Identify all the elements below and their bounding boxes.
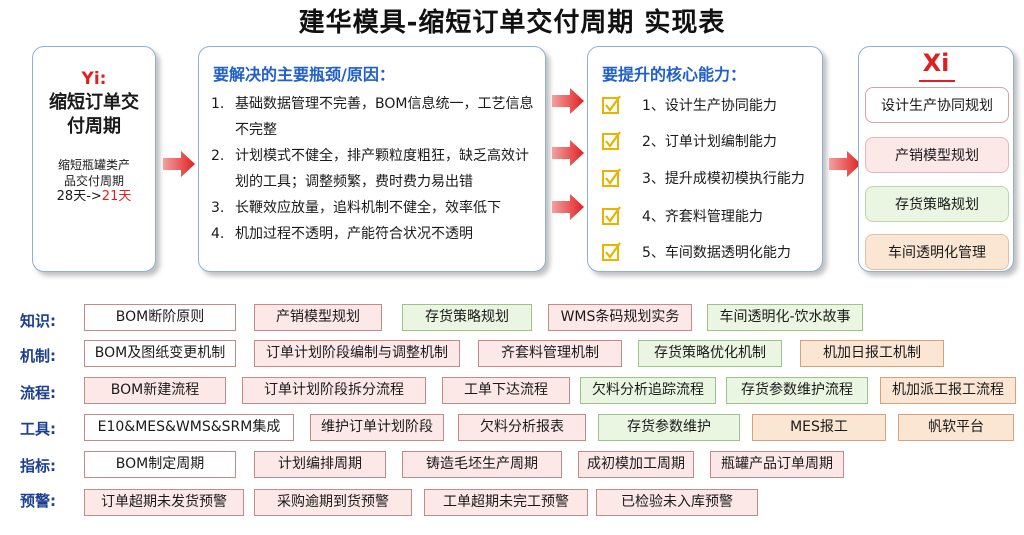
capability-item: 5、车间数据透明化能力 <box>602 242 791 262</box>
yi-change-to: 21天 <box>101 189 132 204</box>
row-label-alerts: 预警: <box>20 492 56 510</box>
yi-cycle-change: 28天->21天 <box>41 189 147 205</box>
metric-chip: 成初模加工周期 <box>578 451 694 478</box>
checkbox-checked-icon <box>602 95 621 114</box>
yi-description: 缩短瓶罐类产 品交付周期 28天->21天 <box>33 157 155 205</box>
xi-underline <box>919 80 955 82</box>
process-chip: 工单下达流程 <box>442 377 570 404</box>
arrow-right-icon <box>552 88 584 114</box>
alert-chip: 订单超期未发货预警 <box>84 489 244 516</box>
mechanism-chip: BOM及图纸变更机制 <box>84 340 236 367</box>
knowledge-chip: 产销模型规划 <box>254 304 382 331</box>
item-text: 计划模式不健全，排产颗粒度粗狂，缺乏高效计划的工具；调整频繁，费时费力易出错 <box>235 148 529 190</box>
alert-chip: 已检验未入库预警 <box>596 489 758 516</box>
xi-card: Xi 设计生产协同规划 产销模型规划 存货策略规划 车间透明化管理 <box>858 46 1014 272</box>
xi-label: Xi <box>922 49 950 77</box>
capability-text: 4、齐套料管理能力 <box>642 209 763 225</box>
yi-card: Yi: 缩短订单交 付周期 缩短瓶罐类产 品交付周期 28天->21天 <box>32 46 156 272</box>
bottleneck-item: 2. 计划模式不健全，排产颗粒度粗狂，缺乏高效计划的工具；调整频繁，费时费力易出错 <box>211 143 541 195</box>
item-number: 2. <box>211 148 225 164</box>
xi-item: 车间透明化管理 <box>865 234 1009 270</box>
bottleneck-card: 要解决的主要瓶颈/原因： 1. 基础数据管理不完善，BOM信息统一，工艺信息不完整… <box>198 46 546 272</box>
arrow-right-icon <box>163 151 195 177</box>
yi-label: Yi: <box>81 69 107 89</box>
yi-goal-line1: 缩短订单交 <box>49 92 139 113</box>
tool-chip: 帆软平台 <box>898 414 1014 441</box>
checkbox-checked-icon <box>602 131 621 150</box>
mechanism-chip: 机加日报工机制 <box>800 340 944 367</box>
xi-item: 产销模型规划 <box>865 137 1009 173</box>
bottleneck-item: 3. 长鞭效应放量，追料机制不健全，效率低下 <box>211 195 541 221</box>
capability-item: 2、订单计划编制能力 <box>602 131 777 151</box>
knowledge-chip: 存货策略规划 <box>402 304 532 331</box>
bottleneck-list: 1. 基础数据管理不完善，BOM信息统一，工艺信息不完整 2. 计划模式不健全，排产… <box>211 91 541 247</box>
tool-chip: 维护订单计划阶段 <box>310 414 444 441</box>
item-text: 基础数据管理不完善，BOM信息统一，工艺信息不完整 <box>235 96 534 138</box>
knowledge-chip: WMS条码规划实务 <box>548 304 692 331</box>
row-label-knowledge: 知识: <box>20 312 56 330</box>
item-text: 机加过程不透明，产能符合状况不透明 <box>235 226 473 242</box>
capability-card: 要提升的核心能力： 1、设计生产协同能力 2、订单计划编制能力 3、提升成模初模… <box>587 46 823 272</box>
mechanism-chip: 齐套料管理机制 <box>478 340 622 367</box>
arrow-right-icon <box>552 140 584 166</box>
row-label-metrics: 指标: <box>20 457 56 475</box>
metric-chip: 计划编排周期 <box>254 451 386 478</box>
item-number: 3. <box>211 200 225 216</box>
bottleneck-heading: 要解决的主要瓶颈/原因： <box>213 65 395 84</box>
bottleneck-item: 4. 机加过程不透明，产能符合状况不透明 <box>211 221 541 247</box>
xi-item: 设计生产协同规划 <box>865 87 1009 123</box>
page-title: 建华模具-缩短订单交付周期 实现表 <box>298 8 726 38</box>
capability-text: 5、车间数据透明化能力 <box>642 245 791 261</box>
process-chip: BOM新建流程 <box>84 377 226 404</box>
process-chip: 欠料分析追踪流程 <box>580 377 716 404</box>
capability-text: 3、提升成模初模执行能力 <box>642 171 805 187</box>
yi-goal-line2: 付周期 <box>67 116 121 137</box>
knowledge-chip: 车间透明化-饮水故事 <box>707 304 863 331</box>
capability-item: 3、提升成模初模执行能力 <box>602 168 805 188</box>
arrow-right-icon <box>552 194 584 220</box>
yi-goal: 缩短订单交 付周期 <box>33 91 155 139</box>
tool-chip: MES报工 <box>752 414 886 441</box>
metric-chip: 瓶罐产品订单周期 <box>710 451 844 478</box>
checkbox-checked-icon <box>602 168 621 187</box>
capability-text: 2、订单计划编制能力 <box>642 134 777 150</box>
capability-text: 1、设计生产协同能力 <box>642 98 777 114</box>
row-label-mechanism: 机制: <box>20 347 56 365</box>
item-text: 长鞭效应放量，追料机制不健全，效率低下 <box>235 200 501 216</box>
tool-chip: 欠料分析报表 <box>458 414 586 441</box>
mechanism-chip: 订单计划阶段编制与调整机制 <box>254 340 460 367</box>
checkbox-checked-icon <box>602 242 621 261</box>
knowledge-chip: BOM断阶原则 <box>84 304 236 331</box>
bottleneck-item: 1. 基础数据管理不完善，BOM信息统一，工艺信息不完整 <box>211 91 541 143</box>
xi-item: 存货策略规划 <box>865 186 1009 222</box>
item-number: 4. <box>211 226 225 242</box>
row-label-process: 流程: <box>20 384 56 402</box>
process-chip: 机加派工报工流程 <box>880 377 1016 404</box>
capability-item: 4、齐套料管理能力 <box>602 206 763 226</box>
capability-item: 1、设计生产协同能力 <box>602 95 777 115</box>
row-label-tools: 工具: <box>20 420 56 438</box>
tool-chip: E10&MES&WMS&SRM集成 <box>84 414 294 441</box>
tool-chip: 存货参数维护 <box>598 414 740 441</box>
alert-chip: 工单超期未完工预警 <box>424 489 588 516</box>
metric-chip: BOM制定周期 <box>84 451 236 478</box>
item-number: 1. <box>211 96 225 112</box>
capability-heading: 要提升的核心能力： <box>602 65 747 84</box>
yi-change-from: 28天-> <box>56 189 102 204</box>
alert-chip: 采购逾期到货预警 <box>254 489 412 516</box>
arrow-right-icon <box>829 151 861 177</box>
checkbox-checked-icon <box>602 206 621 225</box>
yi-desc-line2: 品交付周期 <box>63 174 124 188</box>
process-chip: 订单计划阶段拆分流程 <box>242 377 426 404</box>
mechanism-chip: 存货策略优化机制 <box>638 340 782 367</box>
process-chip: 存货参数维护流程 <box>726 377 868 404</box>
metric-chip: 铸造毛坯生产周期 <box>402 451 562 478</box>
yi-desc-line1: 缩短瓶罐类产 <box>57 158 130 172</box>
